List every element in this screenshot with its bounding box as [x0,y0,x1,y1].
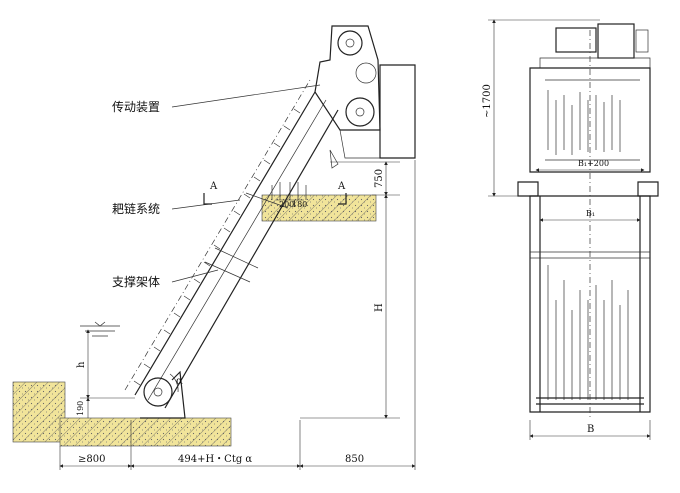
angle-arc [169,373,179,393]
section-marker-left: A [203,181,218,205]
dim-B1-200: B₁+200 [578,159,609,168]
dim-B1: B₁ [586,209,595,218]
ground-bottom [59,417,232,447]
leader-drive-unit [171,84,321,108]
front-view [517,23,659,420]
leader-support-frame [171,269,219,283]
dim-h [80,329,135,418]
section-a-right-label: A [337,181,346,192]
dim-750: 750 [374,169,385,188]
dim-180: 180 [292,200,307,209]
label-support-frame: 支撑架体 [112,274,160,289]
section-marker-right: A [337,181,347,205]
ground-platform [261,194,377,222]
dim-190-label: 190 [76,401,85,416]
dim-bottom [59,160,416,470]
section-a-left-label: A [209,181,218,192]
dim-850: 850 [345,454,364,465]
ground-left [12,381,66,443]
label-drive-unit: 传动装置 [112,99,160,114]
dim-front-height [488,19,600,197]
dim-494: 494+H・Ctg α [178,454,252,465]
dim-1700: ~1700 [482,84,493,118]
dim-vertical-right [300,161,400,419]
dim-800: ≥800 [78,454,105,465]
water-level-symbol [80,321,120,337]
drive-unit [314,25,416,169]
dim-H: H [374,303,385,312]
dim-200: 200 [279,200,294,209]
label-rake-chain-system: 耙链系统 [112,201,160,216]
angle-alpha: α [176,376,183,387]
lower-sprocket [140,370,186,419]
support-frame [124,79,339,409]
dim-front-widths [529,168,651,440]
dim-B: B [587,424,594,435]
dim-h-label: h [76,361,87,368]
dim-anchor [271,182,307,201]
